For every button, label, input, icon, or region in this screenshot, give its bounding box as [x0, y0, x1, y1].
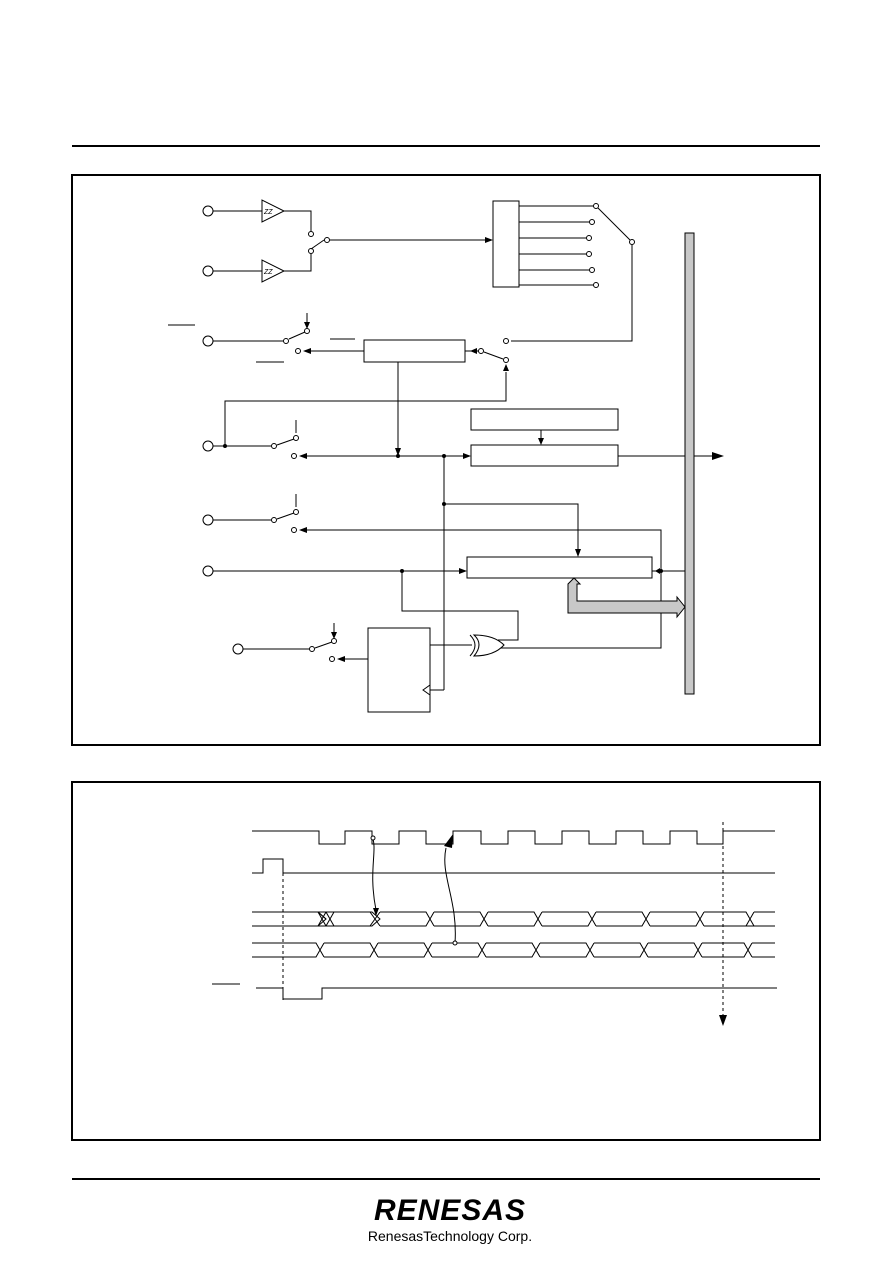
- selector-taps: [519, 203, 599, 288]
- shift-arrow: [444, 847, 456, 944]
- timing-diagram-frame: [71, 781, 821, 1141]
- pin-4-switch: [276, 438, 295, 446]
- shift-register: [470, 444, 619, 467]
- bus-arrow: [567, 577, 686, 619]
- pin-5-switch: [276, 512, 295, 520]
- pin-7-switch: [314, 641, 333, 649]
- control-switch: [483, 351, 504, 360]
- renesas-logo: RENESAS RenesasTechnology Corp.: [350, 1194, 550, 1245]
- enable-waveform: [256, 987, 777, 1000]
- pin-3: [202, 335, 214, 347]
- schmitt-buffer-2: [261, 259, 286, 283]
- data-waveform-2: [252, 942, 775, 958]
- logo-word: RENESAS: [373, 1194, 527, 1227]
- buffer-2-label: ZZ: [263, 269, 273, 276]
- control-block: [363, 339, 466, 363]
- start-waveform: [252, 858, 775, 874]
- latch-block: [367, 627, 431, 713]
- block-diagram: ZZ ZZ: [71, 174, 821, 746]
- pin-2: [202, 265, 214, 277]
- logo-subtitle: RenesasTechnology Corp.: [367, 1228, 533, 1244]
- pin-3-switch: [288, 331, 306, 340]
- data-waveform-1: [252, 911, 775, 927]
- counter-block: [466, 556, 653, 579]
- clock-waveform: [252, 830, 775, 845]
- block-diagram-frame: [71, 174, 821, 746]
- timing-diagram: [71, 781, 821, 1141]
- selector-switch: [597, 207, 631, 241]
- reload-register: [470, 408, 619, 431]
- schmitt-buffer-1: [261, 199, 286, 223]
- input-select-switch: [310, 239, 325, 250]
- pin-7: [232, 643, 244, 655]
- pin-1: [202, 205, 214, 217]
- xor-gate: [472, 634, 505, 657]
- selector-block: [492, 200, 520, 288]
- buffer-1-label: ZZ: [263, 209, 273, 216]
- pin-4: [202, 440, 214, 452]
- internal-data-bus: [684, 232, 695, 695]
- pin-5: [202, 514, 214, 526]
- pin-6: [202, 565, 214, 577]
